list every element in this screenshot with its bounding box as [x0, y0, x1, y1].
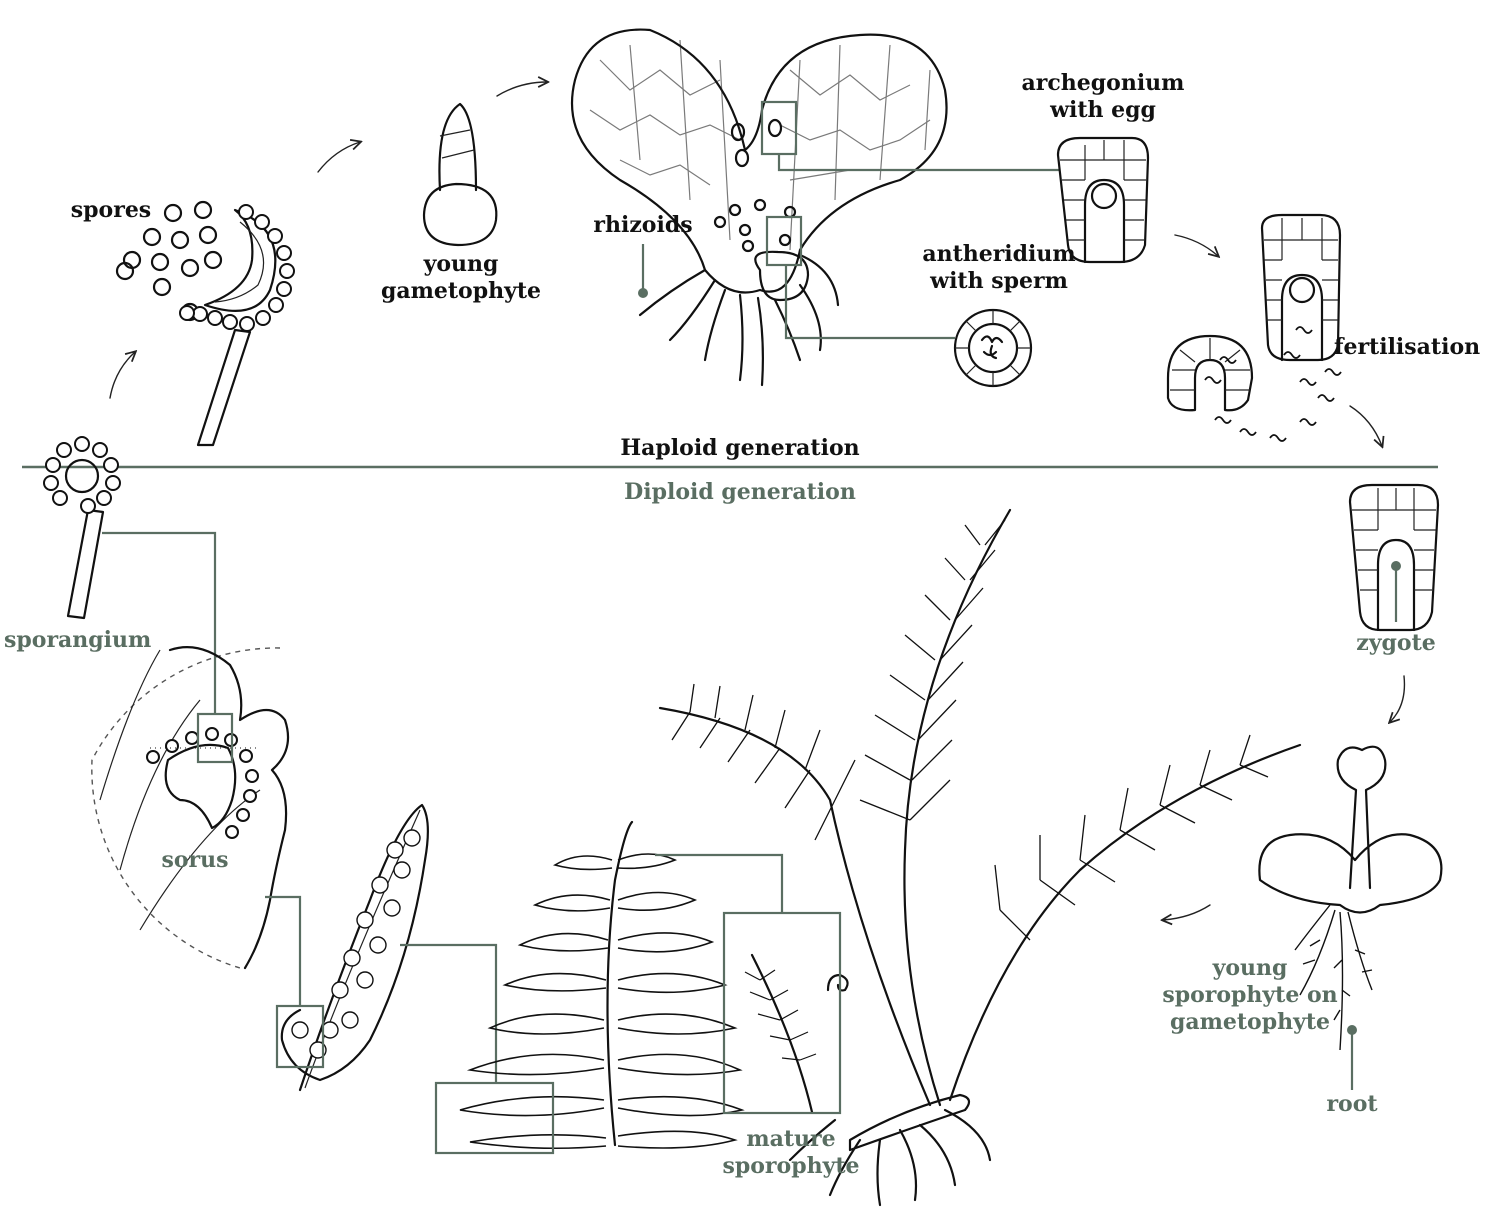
young-gametophyte-label: young gametophyte [378, 251, 544, 305]
mature-sporophyte-illustration [660, 510, 1300, 1205]
antheridium-callout-box [767, 217, 801, 265]
young-gametophyte-illustration [424, 104, 496, 245]
rhizoids-leader-dot [638, 288, 648, 298]
root-label: root [1312, 1091, 1392, 1118]
sorus-label: sorus [150, 847, 240, 874]
pinnule-closeup-illustration [92, 647, 288, 968]
young-sporophyte-illustration [1259, 747, 1441, 1090]
arrow-fertilisation-to-zygote [1350, 406, 1382, 446]
pinna-illustration [282, 805, 428, 1090]
fertilisation-illustration [1168, 215, 1341, 441]
arrow-spores-to-young-gametophyte [318, 142, 360, 172]
opened-sporangium-illustration [180, 205, 294, 445]
arrow-young-to-mature-gametophyte [497, 82, 547, 96]
pinna-leader-line [400, 945, 496, 1083]
sporangium-leader-line [102, 533, 215, 714]
mature-gametophyte-illustration [572, 30, 947, 385]
arrow-sporangium-to-spores [110, 352, 135, 398]
fertilisation-label: fertilisation [1334, 334, 1476, 361]
arrow-zygote-to-young-sporophyte [1390, 676, 1404, 722]
sporangium-illustration [44, 437, 120, 618]
arrow-archegonium-to-fertilisation [1175, 235, 1218, 256]
frond-illustration [460, 822, 742, 1148]
archegonium-label: archegonium with egg [1020, 70, 1186, 124]
mature-sporophyte-callout-box [724, 913, 840, 1113]
spores-label: spores [66, 197, 156, 224]
antheridium-illustration [955, 310, 1031, 386]
frond-leader-line [655, 855, 782, 913]
zygote-illustration [1350, 485, 1438, 630]
mature-sporophyte-label: mature sporophyte [718, 1126, 864, 1180]
young-sporophyte-label: young sporophyte on gametophyte [1155, 955, 1345, 1036]
antheridium-label: antheridium with sperm [916, 241, 1082, 295]
sorus-leader-line [265, 897, 300, 1005]
sporangium-label: sporangium [4, 627, 148, 654]
archegonium-callout-box [762, 102, 796, 154]
frond-callout-box [436, 1083, 553, 1153]
zygote-label: zygote [1346, 630, 1446, 657]
haploid-generation-label: Haploid generation [600, 435, 880, 462]
diploid-generation-label: Diploid generation [600, 479, 880, 506]
rhizoids-label: rhizoids [584, 212, 702, 239]
arrow-young-to-mature-sporophyte [1163, 905, 1210, 920]
